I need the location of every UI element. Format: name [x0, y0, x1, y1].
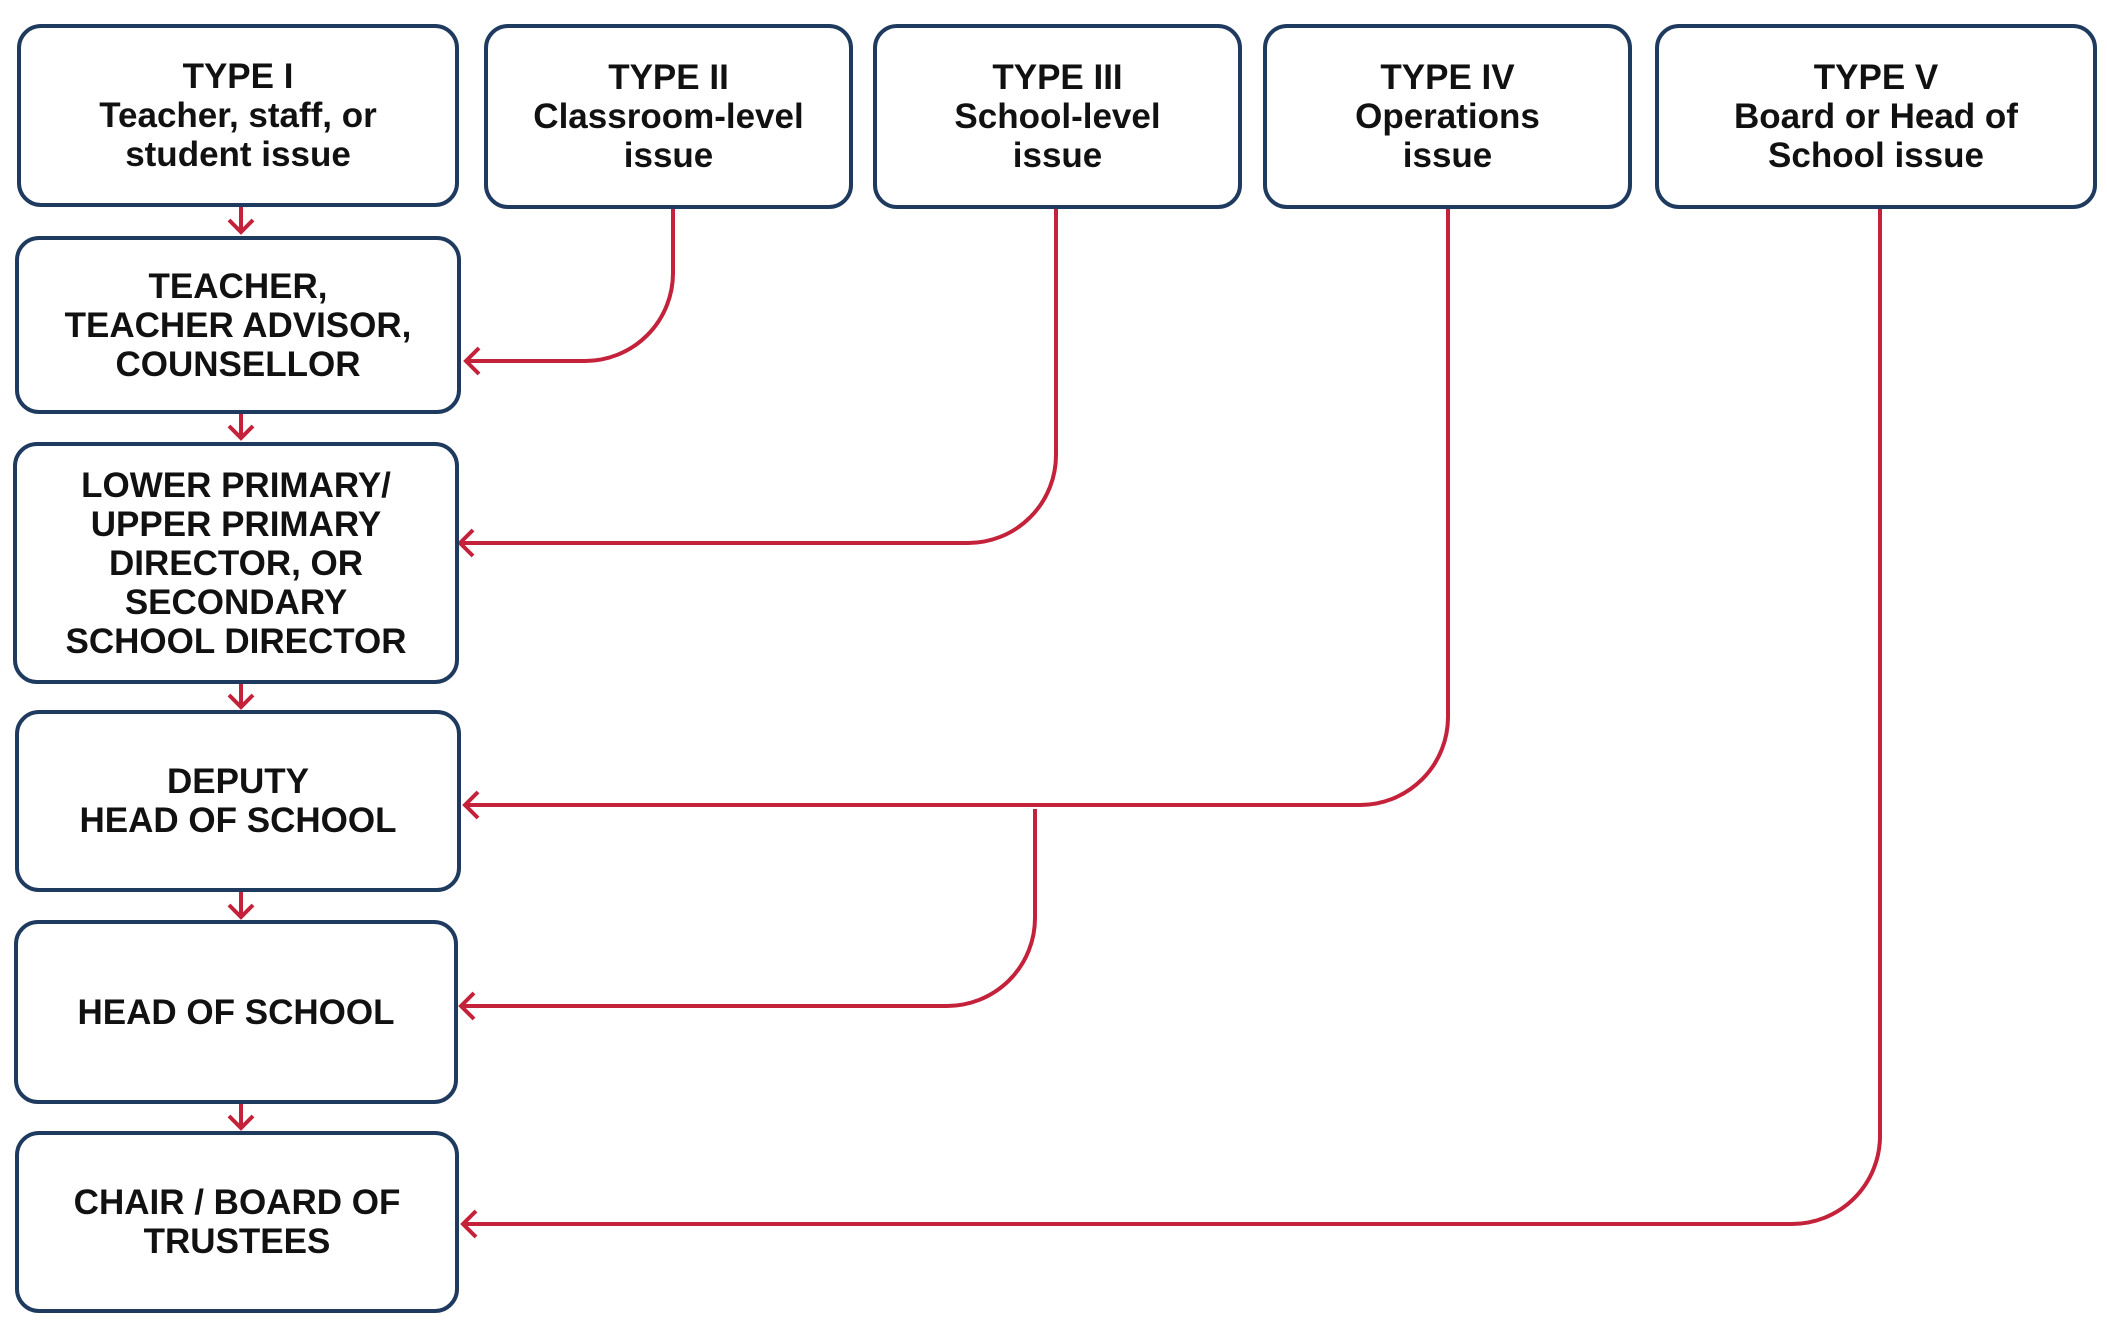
- connector-branch-head: [458, 809, 1037, 1021]
- type-5-line-2: Board or Head of: [1734, 97, 2018, 136]
- type-1-box: TYPE I Teacher, staff, or student issue: [17, 24, 459, 207]
- type-4-line-3: issue: [1402, 136, 1493, 175]
- type-5-box: TYPE V Board or Head of School issue: [1655, 24, 2097, 209]
- type-5-line-1: TYPE V: [1813, 58, 1939, 97]
- connector-type3-director: [457, 208, 1058, 558]
- type-1-line-2: Teacher, staff, or: [99, 96, 377, 135]
- level-director-line-2: UPPER PRIMARY: [90, 504, 382, 544]
- chain-arrow-type1-teacher: [227, 206, 255, 235]
- level-deputy-head-box: DEPUTY HEAD OF SCHOOL: [15, 710, 461, 892]
- level-director-line-3: DIRECTOR, OR: [108, 543, 364, 583]
- level-teacher-line-3: COUNSELLOR: [115, 344, 361, 384]
- chain-arrow-head-board: [227, 1104, 255, 1131]
- connector-type5-board: [460, 208, 1882, 1239]
- type-2-line-1: TYPE II: [608, 58, 729, 97]
- type-2-line-2: Classroom-level: [533, 97, 804, 136]
- level-head-box: HEAD OF SCHOOL: [14, 920, 458, 1104]
- level-teacher-line-1: TEACHER,: [148, 266, 328, 306]
- level-board-line-2: TRUSTEES: [143, 1222, 331, 1261]
- level-board-line-1: CHAIR / BOARD OF: [73, 1183, 401, 1222]
- chain-arrow-director-deputy: [227, 683, 255, 710]
- level-deputy-line-2: HEAD OF SCHOOL: [79, 801, 397, 840]
- level-director-line-4: SECONDARY: [124, 582, 348, 622]
- type-1-line-1: TYPE I: [182, 57, 294, 96]
- type-3-line-1: TYPE III: [992, 58, 1123, 97]
- connector-type2-teacher: [463, 208, 675, 376]
- chain-arrow-deputy-head: [227, 891, 255, 920]
- level-teacher-box: TEACHER, TEACHER ADVISOR, COUNSELLOR: [15, 236, 461, 414]
- type-5-line-3: School issue: [1768, 136, 1984, 175]
- type-4-box: TYPE IV Operations issue: [1263, 24, 1632, 209]
- type-3-line-2: School-level: [954, 97, 1161, 136]
- type-4-line-1: TYPE IV: [1380, 58, 1515, 97]
- level-deputy-line-1: DEPUTY: [167, 762, 309, 801]
- type-1-line-3: student issue: [125, 135, 351, 174]
- type-2-box: TYPE II Classroom-level issue: [484, 24, 853, 209]
- level-head-line-1: HEAD OF SCHOOL: [77, 992, 395, 1032]
- type-3-box: TYPE III School-level issue: [873, 24, 1242, 209]
- level-director-line-1: LOWER PRIMARY/: [81, 465, 391, 505]
- level-teacher-line-2: TEACHER ADVISOR,: [64, 305, 412, 345]
- level-director-line-5: SCHOOL DIRECTOR: [65, 621, 407, 661]
- level-board-box: CHAIR / BOARD OF TRUSTEES: [15, 1131, 459, 1313]
- connector-type4-deputy: [462, 208, 1450, 820]
- type-3-line-3: issue: [1012, 136, 1103, 175]
- chain-arrow-teacher-director: [227, 413, 255, 441]
- type-2-line-3: issue: [623, 136, 714, 175]
- level-director-box: LOWER PRIMARY/ UPPER PRIMARY DIRECTOR, O…: [13, 442, 459, 684]
- type-4-line-2: Operations: [1355, 97, 1540, 136]
